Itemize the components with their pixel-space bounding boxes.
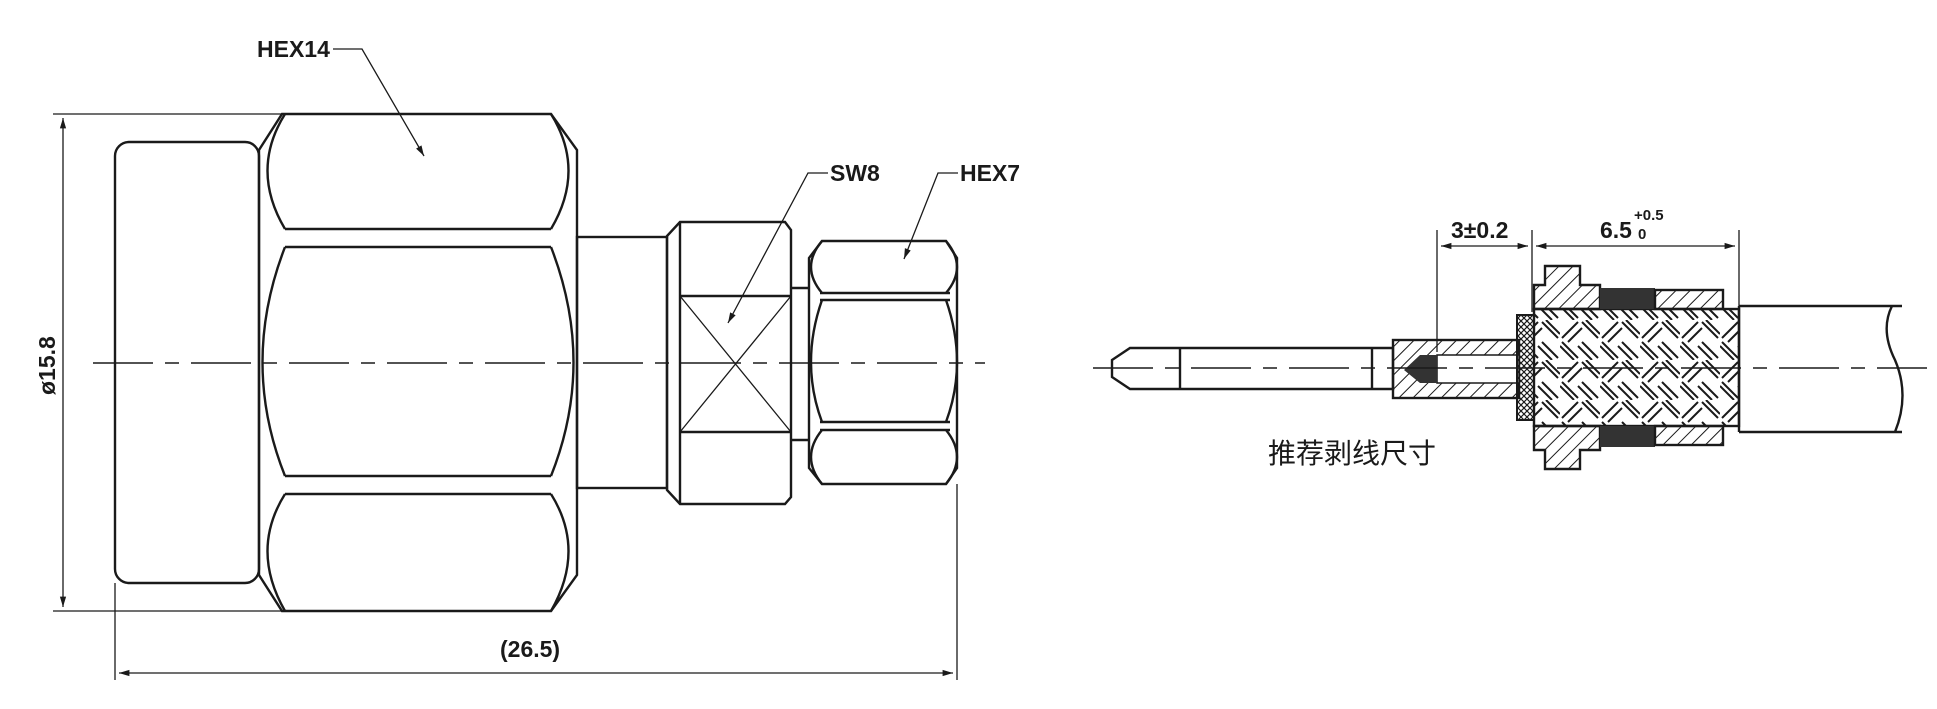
cable-strip-view: 3±0.2 6.5 +0.5 0 推荐剥线尺寸 [1093,207,1927,471]
connector-side-view: ø15.8 (26.5) HEX14 SW8 HEX7 [34,36,1020,680]
hex7-label: HEX7 [960,160,1020,186]
tolerance-lower: 0 [1638,226,1646,243]
tolerance-upper: +0.5 [1634,207,1664,224]
strip-pin-dimension: 3±0.2 [1451,217,1508,243]
strip-jacket-dimension: 6.5 [1600,217,1632,243]
diameter-label: ø15.8 [34,336,60,395]
hex14-nut [257,112,579,613]
sw8-flats [665,220,793,506]
hex7-nut [807,239,959,486]
outer-ferrule [1532,264,1725,471]
strip-caption: 推荐剥线尺寸 [1268,437,1436,470]
sw8-label: SW8 [830,160,880,186]
contact-sleeve [1391,338,1521,400]
cable-jacket [1737,304,1904,434]
center-pin [1110,346,1395,391]
length-label: (26.5) [500,636,560,662]
hex14-label: HEX14 [257,36,330,62]
